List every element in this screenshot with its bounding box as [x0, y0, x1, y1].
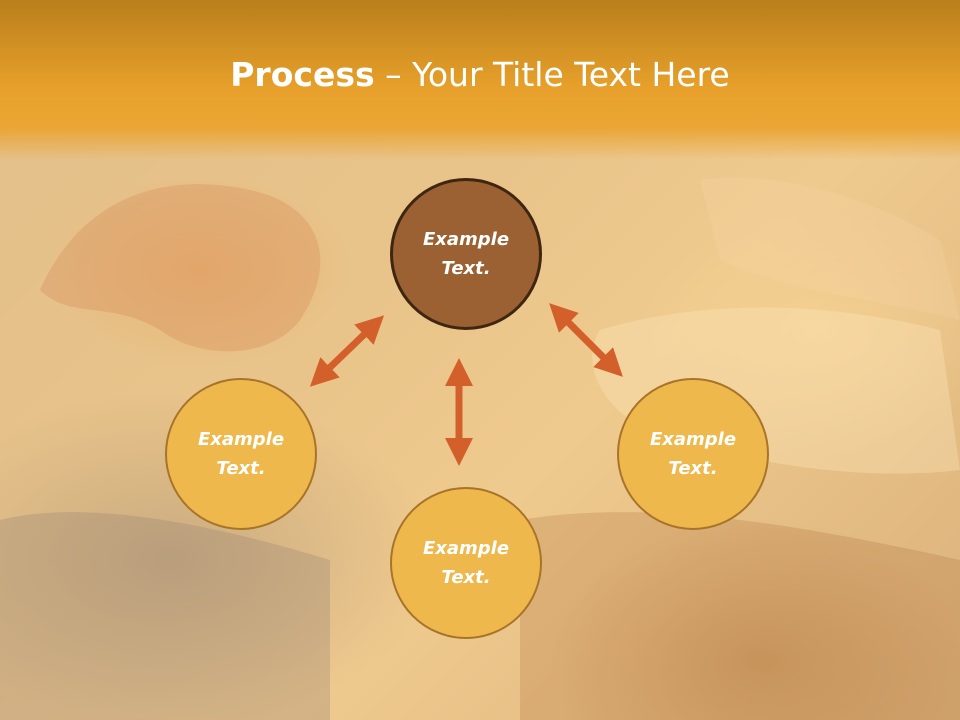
process-node-left: Example Text.: [165, 378, 317, 530]
node-label-right: Example Text.: [649, 429, 737, 479]
title-bar: [0, 0, 960, 160]
node-label-bottom: Example Text.: [422, 538, 510, 588]
connector-top-left: [309, 315, 385, 387]
connector-top-right: [549, 303, 623, 377]
title-rest-part: – Your Title Text Here: [374, 55, 730, 94]
slide-title: Process – Your Title Text Here: [0, 52, 960, 98]
node-label-left: Example Text.: [197, 429, 285, 479]
title-bold-part: Process: [230, 55, 375, 94]
process-node-top: Example Text.: [390, 178, 542, 330]
node-label-top: Example Text.: [422, 229, 510, 279]
process-node-bottom: Example Text.: [390, 487, 542, 639]
process-node-right: Example Text.: [617, 378, 769, 530]
